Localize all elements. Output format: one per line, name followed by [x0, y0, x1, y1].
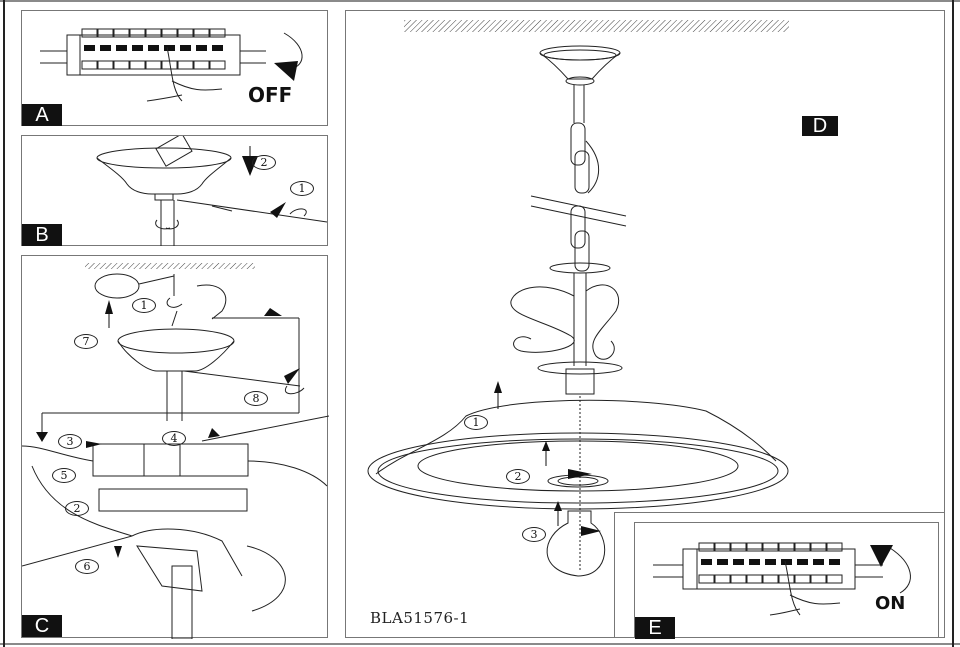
- breaker-terminal-top: [730, 542, 747, 552]
- step-2-marker: 2: [65, 501, 89, 516]
- on-caption: ON: [875, 593, 906, 614]
- step-3-marker: 3: [58, 434, 82, 449]
- breaker-terminal-bottom: [810, 574, 827, 584]
- breaker-terminal-bottom: [826, 574, 843, 584]
- breaker-terminal-bottom: [762, 574, 779, 584]
- panel-c: 1 7 8 3 4 5 2 6 C: [21, 255, 329, 639]
- breaker-toggle: [829, 559, 840, 565]
- page-edge-left: [3, 0, 5, 647]
- breaker-terminal-top: [810, 542, 827, 552]
- breaker-toggle: [733, 559, 744, 565]
- breaker-toggle: [84, 45, 95, 51]
- model-code: BLA51576-1: [370, 609, 470, 627]
- breaker-off-illustration: [40, 28, 303, 102]
- panel-tag-a: A: [22, 104, 62, 126]
- breaker-terminal-top: [746, 542, 763, 552]
- breaker-terminal-top: [81, 28, 98, 38]
- breaker-terminal-bottom: [746, 574, 763, 584]
- step-1-marker: 1: [132, 298, 156, 313]
- breaker-terminal-top: [714, 542, 731, 552]
- breaker-toggle: [132, 45, 143, 51]
- step-2-marker: 2: [506, 469, 530, 484]
- panel-tag-b: B: [22, 224, 62, 246]
- breaker-toggle: [765, 559, 776, 565]
- breaker-terminal-bottom: [730, 574, 747, 584]
- breaker-terminal-top: [177, 28, 194, 38]
- breaker-terminal-bottom: [81, 60, 98, 70]
- panel-tag-d: D: [802, 116, 838, 136]
- breaker-toggle: [100, 45, 111, 51]
- breaker-toggle: [212, 45, 223, 51]
- page-edge-right: [952, 0, 954, 647]
- panel-b: 2 1 B: [21, 135, 328, 246]
- breaker-terminal-bottom: [209, 60, 226, 70]
- step-2-marker: 2: [252, 155, 276, 170]
- breaker-terminal-bottom: [129, 60, 146, 70]
- breaker-terminal-top: [161, 28, 178, 38]
- panel-a: OFF A: [21, 10, 328, 126]
- breaker-terminal-bottom: [794, 574, 811, 584]
- page-edge-top: [0, 0, 960, 2]
- breaker-terminal-bottom: [778, 574, 795, 584]
- breaker-toggle: [717, 559, 728, 565]
- breaker-terminal-top: [794, 542, 811, 552]
- step-3-marker: 3: [522, 527, 546, 542]
- breaker-terminal-top: [113, 28, 130, 38]
- breaker-toggle: [749, 559, 760, 565]
- breaker-terminal-top: [129, 28, 146, 38]
- step-5-marker: 5: [52, 468, 76, 483]
- step-6-marker: 6: [75, 559, 99, 574]
- breaker-terminal-top: [209, 28, 226, 38]
- breaker-toggle: [701, 559, 712, 565]
- page-edge-bottom: [0, 643, 960, 645]
- breaker-terminal-bottom: [177, 60, 194, 70]
- panel-tag-c: C: [22, 615, 62, 637]
- pendant-assembly-illustration: [367, 20, 789, 577]
- breaker-toggle: [781, 559, 792, 565]
- breaker-terminal-top: [97, 28, 114, 38]
- breaker-terminal-top: [762, 542, 779, 552]
- breaker-terminal-bottom: [145, 60, 162, 70]
- breaker-terminal-bottom: [698, 574, 715, 584]
- breaker-terminal-top: [698, 542, 715, 552]
- step-7-marker: 7: [74, 334, 98, 349]
- step-8-marker: 8: [244, 391, 268, 406]
- breaker-toggle: [180, 45, 191, 51]
- breaker-toggle: [797, 559, 808, 565]
- breaker-toggle: [148, 45, 159, 51]
- wiring-illustration: [22, 263, 329, 639]
- panel-tag-e: E: [635, 617, 675, 639]
- breaker-terminal-top: [826, 542, 843, 552]
- breaker-on-illustration: [653, 542, 911, 616]
- breaker-terminal-bottom: [113, 60, 130, 70]
- breaker-terminal-top: [193, 28, 210, 38]
- step-4-marker: 4: [162, 431, 186, 446]
- canopy-lower-illustration: [96, 136, 328, 246]
- breaker-terminal-bottom: [193, 60, 210, 70]
- breaker-toggle: [164, 45, 175, 51]
- step-1-marker: 1: [464, 415, 488, 430]
- panel-e: ON E: [634, 522, 939, 639]
- breaker-terminal-bottom: [97, 60, 114, 70]
- breaker-toggle: [196, 45, 207, 51]
- off-caption: OFF: [248, 83, 293, 107]
- step-1-marker: 1: [290, 181, 314, 196]
- breaker-toggle: [813, 559, 824, 565]
- breaker-terminal-top: [145, 28, 162, 38]
- breaker-terminal-top: [778, 542, 795, 552]
- breaker-toggle: [116, 45, 127, 51]
- breaker-terminal-bottom: [714, 574, 731, 584]
